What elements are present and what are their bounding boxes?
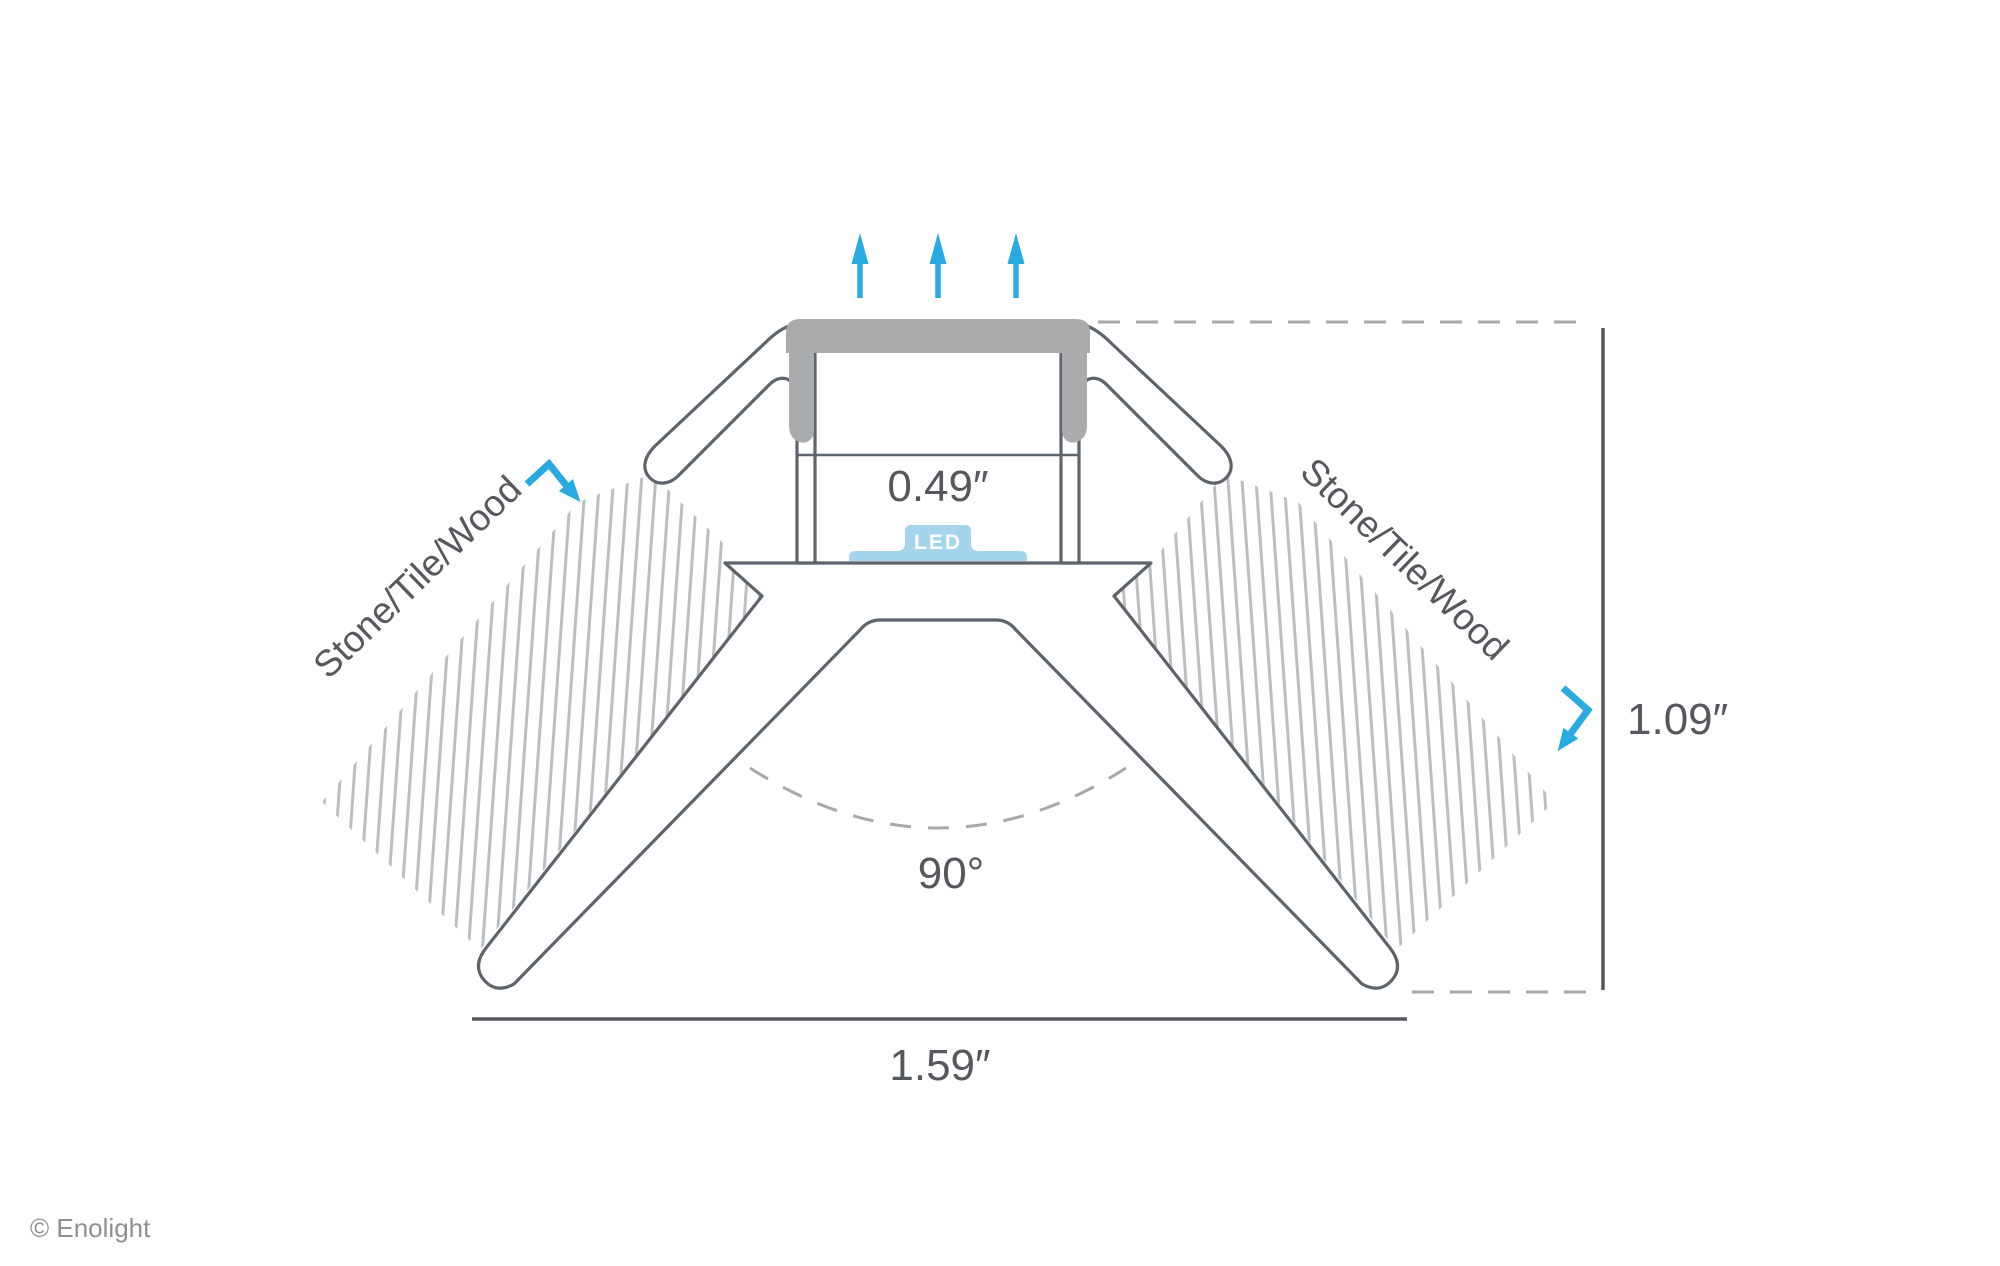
angle-label: 90° xyxy=(918,849,985,898)
diffuser-cap-top xyxy=(786,319,1090,353)
dimension-width-label: 1.59″ xyxy=(889,1041,990,1090)
tile-hatch-right xyxy=(1114,474,1554,950)
tile-hatch-left xyxy=(322,474,762,950)
up-arrow-icon xyxy=(1007,233,1025,298)
up-arrow-icon xyxy=(851,233,869,298)
led-label: LED xyxy=(914,531,962,554)
up-arrow-icon xyxy=(929,233,947,298)
diffuser-cap xyxy=(786,319,1090,443)
watermark: © Enolight xyxy=(30,1213,151,1243)
light-direction-arrows xyxy=(851,233,1025,298)
surface-pointer-arrow-icon xyxy=(1557,685,1593,752)
led-strip: LED xyxy=(849,525,1027,561)
dimension-height-label: 1.09″ xyxy=(1627,695,1728,744)
surface-pointer-arrow-icon xyxy=(524,458,581,502)
angle-arc xyxy=(749,766,1127,830)
profile-body-wings xyxy=(476,561,1400,990)
channel-width-label: 0.49″ xyxy=(887,462,988,511)
led-strip-shape xyxy=(849,525,1027,561)
diffuser-cap-arm-right xyxy=(1062,351,1087,443)
diffuser-cap-arm-left xyxy=(789,351,814,443)
